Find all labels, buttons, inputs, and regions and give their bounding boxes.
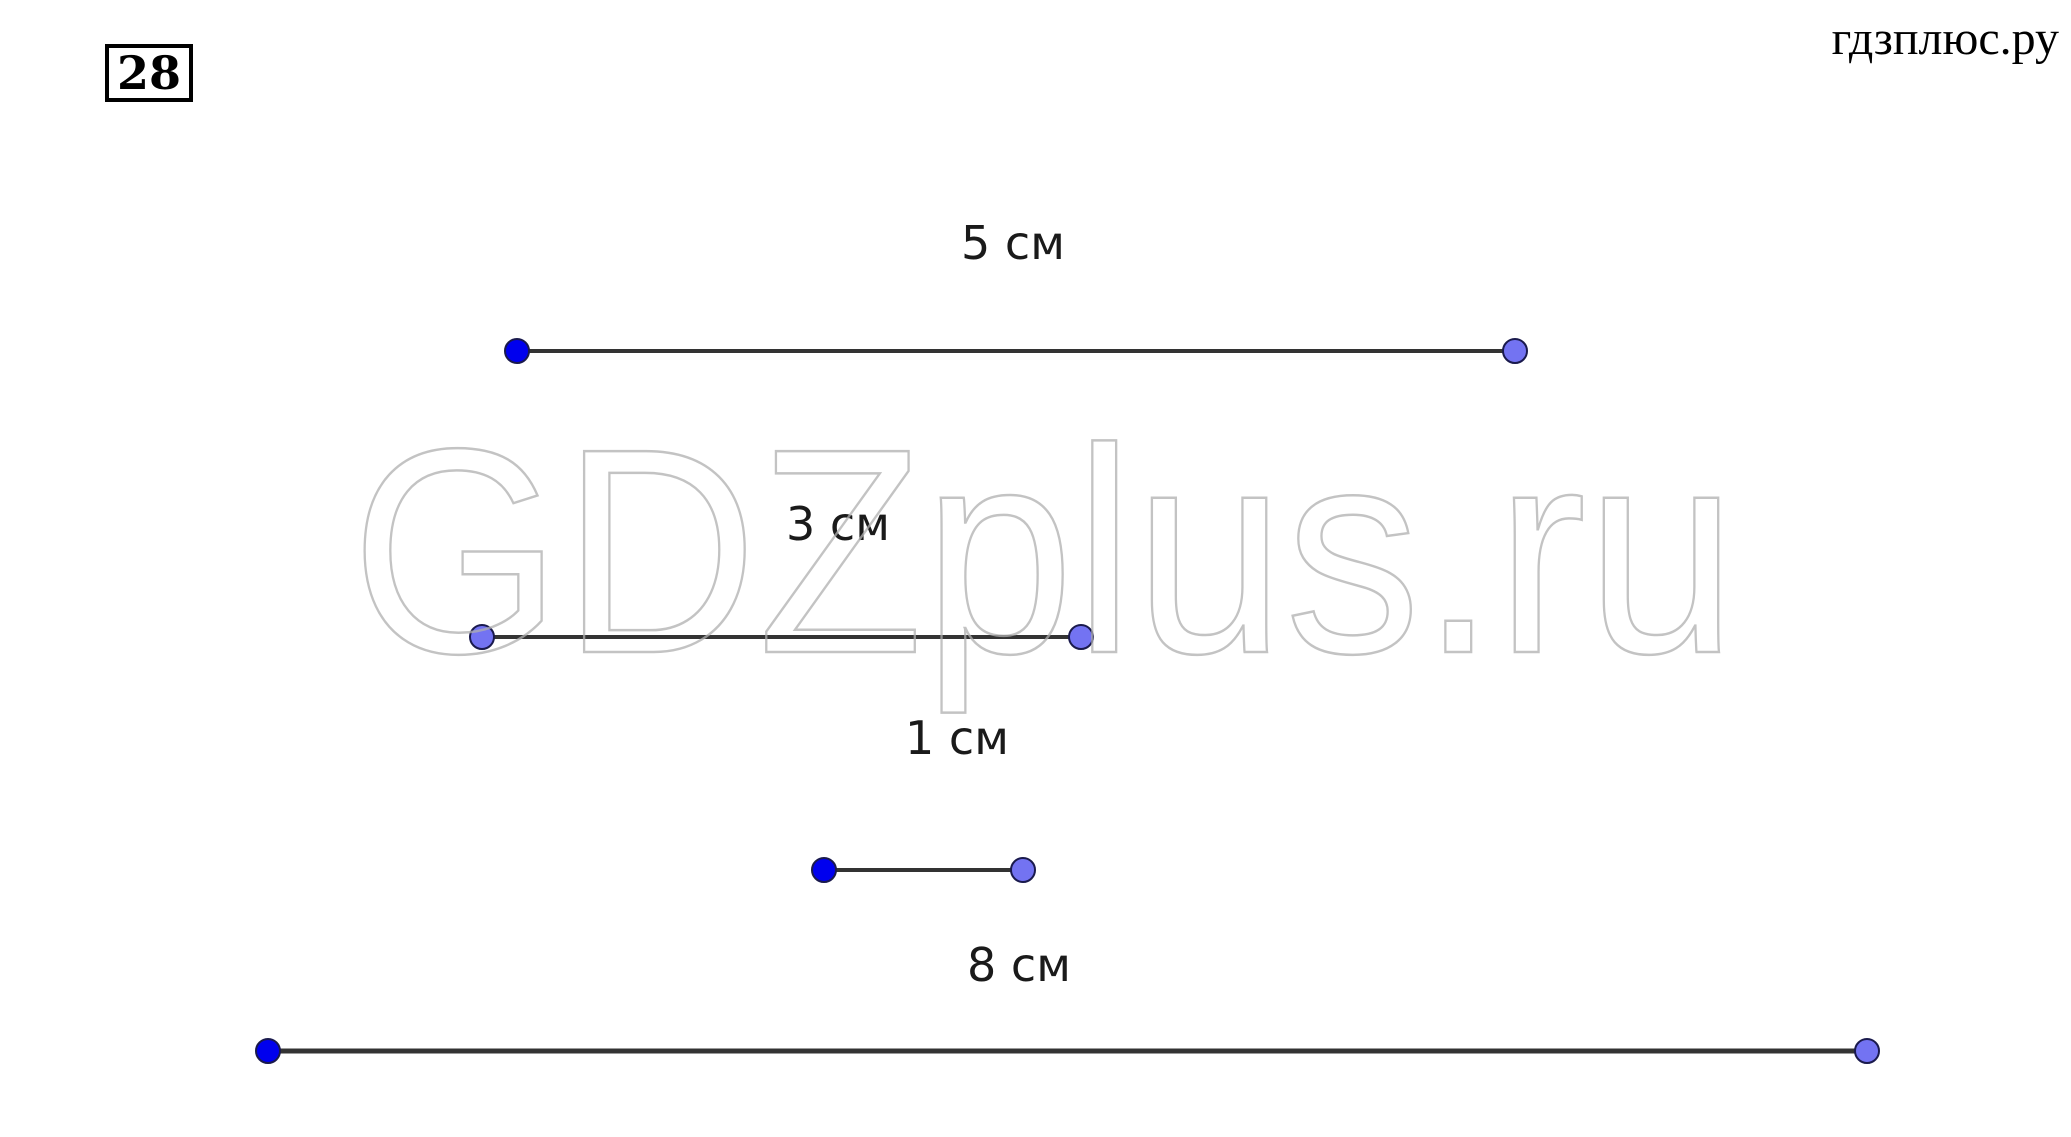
problem-number: 28 xyxy=(105,44,193,102)
segment-label-3: 1 см xyxy=(905,711,1009,765)
segment-end-point-2 xyxy=(1068,624,1094,650)
segment-group-2: 3 см xyxy=(469,497,1094,650)
segment-end-point-3 xyxy=(1010,857,1036,883)
segment-label-1: 5 см xyxy=(961,216,1065,270)
segment-label-2: 3 см xyxy=(786,497,890,551)
segment-start-point-4 xyxy=(255,1038,281,1064)
segment-start-point-3 xyxy=(811,857,837,883)
site-label: гдзплюс.ру xyxy=(1831,12,2059,65)
segment-start-point-1 xyxy=(504,338,530,364)
segment-end-point-4 xyxy=(1854,1038,1880,1064)
segment-group-4: 8 см xyxy=(255,938,1880,1064)
watermark: GDZplus.ru xyxy=(351,388,1737,716)
segment-end-point-1 xyxy=(1502,338,1528,364)
segment-group-3: 1 см xyxy=(811,711,1036,883)
segment-group-1: 5 см xyxy=(504,216,1528,364)
segment-label-4: 8 см xyxy=(967,938,1071,992)
segment-start-point-2 xyxy=(469,624,495,650)
